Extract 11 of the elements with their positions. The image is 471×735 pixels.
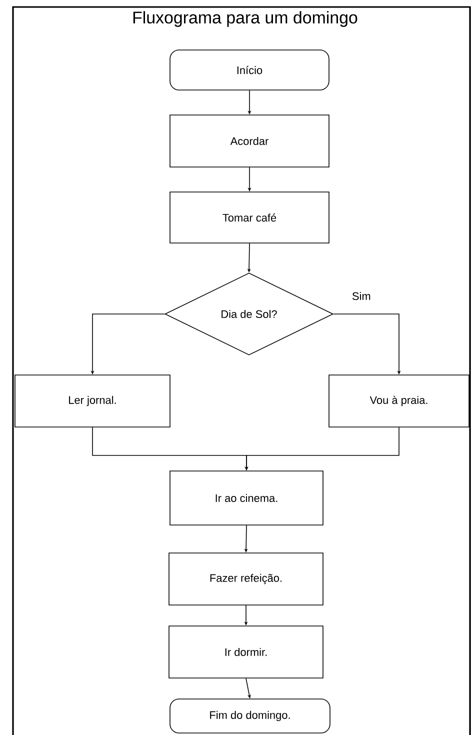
process-box: Fazer refeição. [168, 552, 324, 606]
process-box: Ler jornal. [14, 374, 170, 428]
process-box: Vou à praia. [328, 374, 470, 428]
edge-label: Sim [352, 292, 370, 300]
terminal-box: Fim do domingo. [170, 698, 330, 734]
process-box: Tomar café [170, 192, 330, 244]
process-box: Ir dormir. [168, 626, 324, 678]
process-box: Ir ao cinema. [170, 470, 324, 526]
title: Fluxograma para um domingo [133, 11, 358, 27]
terminal-box: Início [170, 50, 330, 90]
process-box: Acordar [170, 114, 330, 168]
